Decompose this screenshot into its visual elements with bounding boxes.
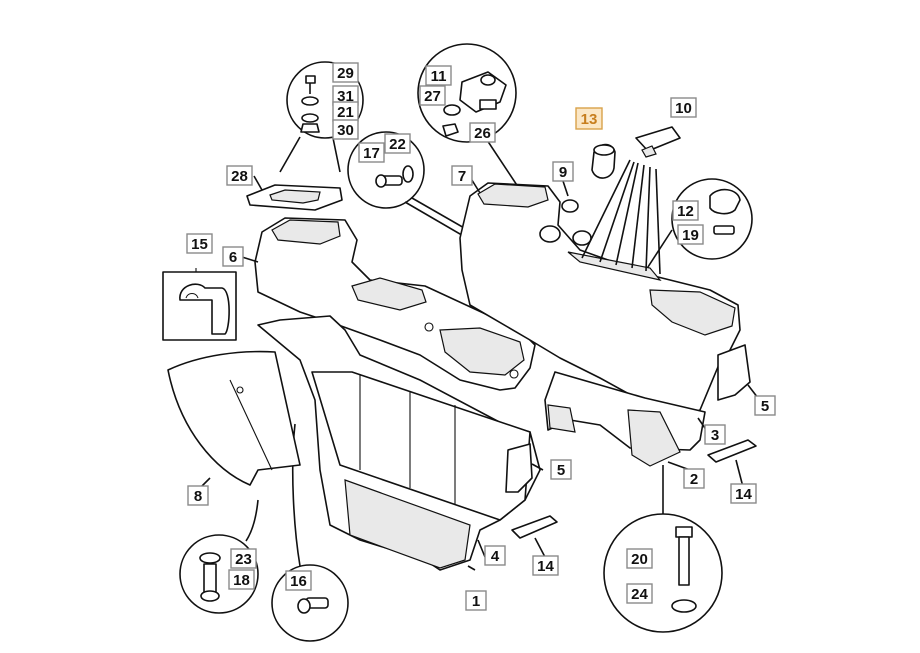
svg-text:4: 4 [491, 548, 500, 565]
svg-text:5: 5 [557, 462, 565, 479]
label-7: 7 [451, 165, 473, 186]
svg-text:11: 11 [431, 68, 447, 85]
svg-text:15: 15 [191, 236, 208, 253]
part-5-bracket-right [717, 344, 759, 401]
part-8-side-shell [167, 350, 301, 486]
detail-circle-bolt-washer-right [603, 465, 723, 633]
svg-text:18: 18 [233, 572, 250, 589]
svg-text:6: 6 [229, 249, 237, 266]
label-30: 30 [332, 119, 359, 140]
svg-text:14: 14 [735, 486, 752, 503]
label-11: 11 [425, 65, 452, 86]
label-5-right: 5 [754, 395, 776, 416]
svg-text:3: 3 [711, 427, 719, 444]
svg-text:28: 28 [231, 168, 248, 185]
svg-text:12: 12 [677, 203, 694, 220]
svg-text:10: 10 [675, 100, 692, 117]
label-19: 19 [677, 224, 704, 245]
svg-text:24: 24 [631, 586, 648, 603]
label-10: 10 [670, 97, 697, 118]
svg-text:17: 17 [363, 145, 380, 162]
part-6-left-console-cover [254, 217, 536, 391]
svg-text:20: 20 [631, 551, 648, 568]
label-3: 3 [704, 424, 726, 445]
label-26: 26 [469, 122, 496, 143]
part-7-right-console-cover [459, 182, 741, 419]
part-4-left-frame [257, 315, 541, 571]
svg-text:5: 5 [761, 398, 769, 415]
label-14-left: 14 [532, 555, 559, 576]
part-3-right-frame [544, 371, 706, 467]
label-8: 8 [187, 485, 209, 506]
svg-text:13: 13 [581, 111, 598, 128]
label-31: 31 [332, 85, 359, 106]
label-21: 21 [332, 101, 359, 122]
leader-lines-switch-panel [581, 159, 661, 275]
label-24: 24 [626, 583, 653, 604]
label-14-right: 14 [730, 483, 757, 504]
svg-text:30: 30 [337, 122, 354, 139]
part-15-seal-profile [162, 268, 237, 341]
label-27: 27 [419, 85, 446, 106]
part-14-shim-left [511, 515, 558, 558]
svg-text:14: 14 [537, 558, 554, 575]
part-13-knob [591, 143, 616, 179]
label-4: 4 [484, 545, 506, 566]
label-12: 12 [672, 200, 699, 221]
svg-text:31: 31 [337, 88, 354, 105]
svg-text:21: 21 [337, 104, 354, 121]
svg-text:23: 23 [235, 551, 252, 568]
svg-text:9: 9 [559, 164, 567, 181]
label-16: 16 [285, 570, 312, 591]
label-5-left: 5 [550, 459, 572, 480]
label-22: 22 [384, 133, 411, 154]
label-13-highlighted: 13 [575, 107, 603, 130]
svg-text:8: 8 [194, 488, 202, 505]
label-29: 29 [332, 62, 359, 83]
label-18: 18 [228, 569, 255, 590]
svg-text:29: 29 [337, 65, 354, 82]
svg-text:7: 7 [458, 168, 466, 185]
label-20: 20 [626, 548, 653, 569]
label-28: 28 [226, 165, 253, 186]
svg-text:22: 22 [389, 136, 406, 153]
svg-text:2: 2 [690, 471, 698, 488]
part-5-bracket-left [505, 443, 533, 493]
label-2: 2 [683, 468, 705, 489]
label-17: 17 [358, 142, 385, 163]
svg-text:16: 16 [290, 573, 307, 590]
label-1: 1 [465, 590, 487, 611]
label-6: 6 [222, 246, 244, 267]
svg-text:27: 27 [424, 88, 441, 105]
svg-text:1: 1 [472, 593, 480, 610]
label-15: 15 [186, 233, 213, 254]
part-10-switch-blank [635, 126, 681, 158]
svg-text:19: 19 [682, 227, 699, 244]
label-9: 9 [552, 161, 574, 182]
part-14-shim-right [707, 439, 757, 488]
label-23: 23 [230, 548, 257, 569]
part-28-trim-plate [246, 184, 343, 211]
svg-text:26: 26 [474, 125, 491, 142]
